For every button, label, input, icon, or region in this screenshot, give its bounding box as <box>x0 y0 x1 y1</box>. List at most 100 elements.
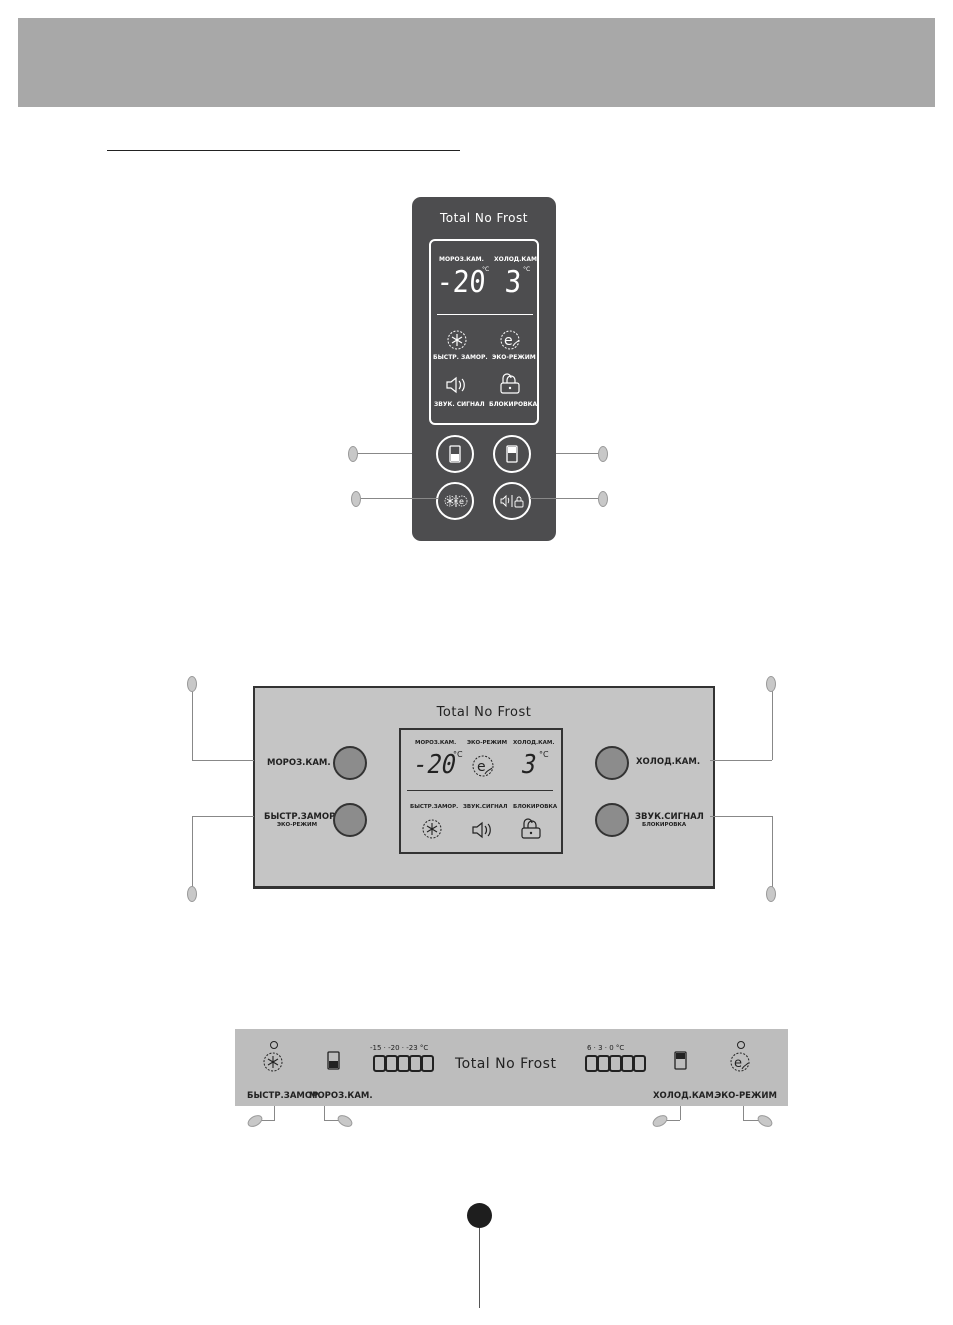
callout-marker <box>755 1112 775 1130</box>
fridge-level-5 <box>633 1055 646 1072</box>
freezer-button[interactable] <box>436 435 474 473</box>
callout-line <box>324 1106 325 1120</box>
speaker-icon <box>446 376 465 394</box>
callout-marker <box>348 446 358 462</box>
fast-freeze-label: БЫСТР.ЗАМОР. <box>410 804 459 810</box>
eco-icon: e <box>500 330 520 350</box>
fridge-label: ХОЛОД.КАМ. <box>513 740 555 746</box>
callout-line <box>255 1120 275 1121</box>
callout-line <box>192 816 254 817</box>
callout-marker <box>766 676 776 692</box>
callout-line <box>743 1120 763 1121</box>
display-screen: МОРОЗ.КАМ. ЭКО-РЕЖИМ ХОЛОД.КАМ. -20 °C e… <box>399 728 563 854</box>
indicator-dot <box>737 1041 745 1049</box>
callout-line <box>556 453 602 454</box>
fridge-temp: 3 <box>503 265 523 300</box>
fridge-button[interactable] <box>595 746 629 780</box>
speaker-lock-icon <box>500 494 524 508</box>
callout-line <box>356 453 412 454</box>
section-rule <box>107 150 460 151</box>
svg-text:e: e <box>459 497 464 506</box>
display-screen: МОРОЗ.КАМ. ХОЛОД.КАМ. -20 °C 3 °C БЫСТР.… <box>429 239 539 425</box>
freezer-button-label: МОРОЗ.КАМ. <box>267 758 331 768</box>
svg-text:e: e <box>504 333 513 349</box>
callout-line <box>324 1120 344 1121</box>
callout-marker <box>245 1112 265 1130</box>
freezer-unit: °C <box>482 266 490 273</box>
fridge-unit: °C <box>539 750 549 759</box>
callout-line <box>192 760 254 761</box>
snowflake-icon[interactable] <box>262 1051 284 1073</box>
svg-text:e: e <box>477 759 486 775</box>
fridge-label: ХОЛОД.КАМ. <box>494 256 540 263</box>
snowflake-eco-icon: e <box>444 495 468 507</box>
eco-label: ЭКО-РЕЖИМ <box>467 740 508 746</box>
callout-line <box>192 688 193 760</box>
callout-marker <box>187 676 197 692</box>
sound-label: ЗВУК.СИГНАЛ <box>463 804 508 810</box>
fridge-unit: °C <box>523 266 531 273</box>
fridge-label: ХОЛОД.КАМ. <box>653 1091 718 1101</box>
divider <box>437 314 533 315</box>
callout-line <box>772 688 773 760</box>
callout-line <box>710 816 772 817</box>
lock-label: БЛОКИРОВКА <box>489 401 538 408</box>
fridge-door-icon[interactable] <box>673 1050 689 1072</box>
callout-line <box>710 760 772 761</box>
page-marker <box>467 1203 492 1228</box>
divider <box>407 790 553 791</box>
callout-marker <box>766 886 776 902</box>
fridge-button[interactable] <box>493 435 531 473</box>
callout-line <box>743 1106 744 1120</box>
snowflake-icon <box>447 330 467 350</box>
sound-label: ЗВУК. СИГНАЛ <box>434 401 485 408</box>
fridge-door-icon <box>506 445 518 463</box>
control-panel-vertical: Total No Frost МОРОЗ.КАМ. ХОЛОД.КАМ. -20… <box>412 197 556 541</box>
fast-freeze-label: БЫСТР. ЗАМОР. <box>433 354 488 361</box>
callout-marker <box>187 886 197 902</box>
callout-line <box>530 498 602 499</box>
sound-lock-button[interactable] <box>493 482 531 520</box>
fast-freeze-label: БЫСТР.ЗАМОР. <box>247 1091 322 1101</box>
fridge-scale: 6 · 3 · 0 °C <box>587 1044 625 1052</box>
fridge-temp: 3 <box>518 750 540 780</box>
fast-freeze-button[interactable] <box>333 803 367 837</box>
freezer-scale: -15 · -20 · -23 °C <box>370 1044 429 1052</box>
snowflake-icon <box>422 819 442 839</box>
callout-line <box>192 816 193 888</box>
eco-button-sublabel: ЭКО-РЕЖИМ <box>277 822 318 828</box>
callout-line <box>660 1120 680 1121</box>
lock-icon <box>521 818 541 839</box>
callout-line <box>274 1106 275 1120</box>
freezer-button[interactable] <box>333 746 367 780</box>
callout-line <box>680 1106 681 1120</box>
brand-label: Total No Frost <box>455 1056 557 1072</box>
page-marker-line <box>479 1228 480 1308</box>
lock-label: БЛОКИРОВКА <box>513 804 558 810</box>
control-panel-strip: -15 · -20 · -23 °C Total No Frost 6 · 3 … <box>235 1029 788 1106</box>
brand-label: Total No Frost <box>440 211 528 225</box>
freezer-label: МОРОЗ.КАМ. <box>439 256 484 263</box>
callout-marker <box>335 1112 355 1130</box>
freezer-level-5 <box>421 1055 434 1072</box>
callout-marker <box>598 491 608 507</box>
freezer-door-icon[interactable] <box>326 1050 342 1072</box>
eco-icon[interactable]: e <box>729 1051 751 1073</box>
freezer-temp: -20 <box>410 750 459 780</box>
sound-button-label: ЗВУК.СИГНАЛ <box>635 812 704 822</box>
eco-icon: e <box>472 755 494 777</box>
callout-line <box>772 816 773 888</box>
sound-button[interactable] <box>595 803 629 837</box>
brand-label: Total No Frost <box>436 705 532 720</box>
eco-label: ЭКО-РЕЖИМ <box>492 354 536 361</box>
freezer-label: МОРОЗ.КАМ. <box>309 1091 373 1101</box>
callout-line <box>358 498 438 499</box>
header-bar <box>18 18 935 107</box>
fast-freeze-eco-button[interactable]: e <box>436 482 474 520</box>
speaker-icon <box>472 821 491 839</box>
callout-marker <box>598 446 608 462</box>
callout-marker <box>351 491 361 507</box>
freezer-unit: °C <box>453 750 463 759</box>
fridge-button-label: ХОЛОД.КАМ. <box>636 757 701 767</box>
freezer-door-icon <box>449 445 461 463</box>
